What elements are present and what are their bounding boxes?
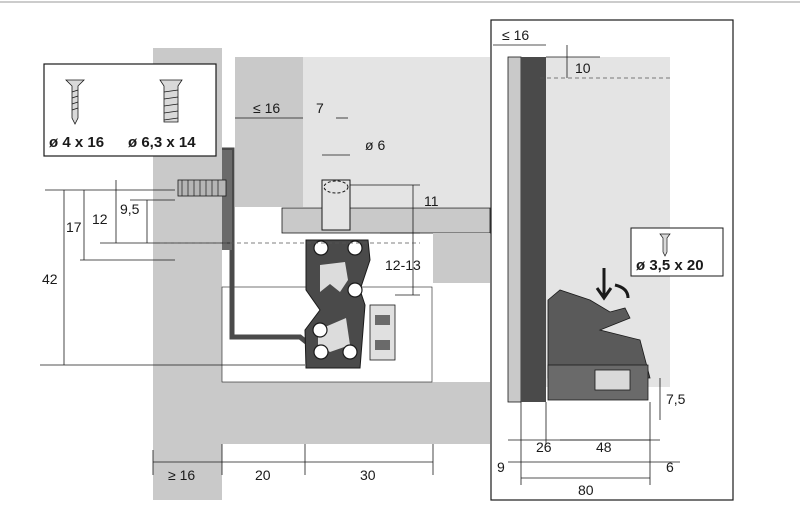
small-screw-icon	[659, 233, 671, 257]
front-panel	[507, 56, 522, 403]
locking-device	[369, 304, 396, 361]
dim-30: 30	[360, 467, 376, 483]
wood-screw-icon	[65, 79, 85, 125]
rail-mount-plate	[222, 150, 232, 250]
dim-drawer-side-max: ≤ 16	[253, 100, 280, 116]
dim-9: 9	[497, 459, 505, 475]
clip-mechanism	[547, 289, 651, 401]
drawer-bottom-board	[281, 207, 491, 234]
dim-front-max: ≤ 16	[502, 27, 529, 43]
dim-20: 20	[255, 467, 271, 483]
bottom-panel	[222, 382, 490, 444]
dim-recess: 12-13	[385, 257, 421, 273]
runner-profile	[304, 239, 371, 369]
side-screw	[177, 179, 227, 197]
screw-c-box	[630, 227, 724, 277]
dim-pin-diameter: ø 6	[365, 137, 385, 153]
rotate-arrow-icon	[614, 283, 630, 299]
dim-42: 42	[42, 271, 58, 287]
screw-c-label: ø 3,5 x 20	[636, 257, 704, 274]
screw-a-label: ø 4 x 16	[49, 134, 104, 151]
dim-bottom-thickness: 11	[424, 193, 439, 209]
dim-26: 26	[536, 439, 552, 455]
dim-80: 80	[578, 482, 594, 498]
dim-9-5: 9,5	[120, 201, 140, 217]
dowel-pin	[321, 179, 351, 231]
dim-7-5: 7,5	[666, 391, 686, 407]
rear-rail-dark	[521, 57, 546, 402]
dimension-lines-right	[493, 44, 680, 485]
insert-arrow-icon	[595, 268, 613, 301]
dim-6: 6	[666, 459, 674, 475]
dimension-lines-left	[40, 117, 434, 475]
dim-10: 10	[575, 60, 591, 76]
dim-48: 48	[596, 439, 612, 455]
drawer-side-panel	[235, 57, 303, 207]
lower-block	[433, 233, 490, 283]
dim-12: 12	[92, 211, 108, 227]
dim-pin-offset: 7	[316, 100, 324, 116]
screw-b-label: ø 6,3 x 14	[128, 134, 196, 151]
dim-17: 17	[66, 219, 82, 235]
dim-side-thickness: ≥ 16	[168, 467, 195, 483]
euro-screw-icon	[159, 79, 183, 123]
